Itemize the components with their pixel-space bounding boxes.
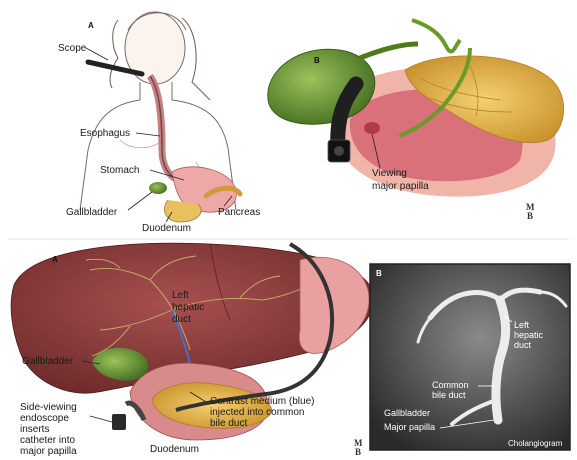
xray-common-bile-1: Common [432, 380, 469, 390]
closeup-panel: B Viewing major papilla [268, 20, 564, 197]
bottom-panel-a-letter: A [52, 255, 58, 264]
xray-panel-b-letter: B [376, 269, 382, 278]
label-contrast-2: injected into common [210, 407, 305, 418]
top-panel-b-letter: B [314, 56, 320, 65]
xray-common-bile-2: bile duct [432, 390, 466, 400]
publisher-logo-bottom: M B [354, 438, 363, 457]
label-esophagus: Esophagus [80, 128, 130, 139]
label-stomach: Stomach [100, 165, 139, 176]
label-left-hepatic-3: duct [172, 314, 191, 325]
xray-caption: Cholangiogram [508, 439, 563, 448]
label-contrast-3: bile duct [210, 418, 247, 429]
label-left-hepatic-1: Left [172, 290, 189, 301]
publisher-logo-top: M B [526, 202, 535, 221]
top-figure: A Scope Esophagus Stomach Gallbladder Du… [58, 12, 564, 234]
top-panel-a-letter: A [88, 21, 94, 30]
xray-left-hepatic-1: Left [514, 320, 530, 330]
xray-gallbladder: Gallbladder [384, 408, 430, 418]
label-duodenum-bottom: Duodenum [150, 444, 199, 455]
label-endoscope-4: catheter into [20, 435, 75, 446]
label-pancreas-top: Pancreas [218, 207, 260, 218]
xray-major-papilla: Major papilla [384, 422, 435, 432]
label-viewing-1: Viewing [372, 168, 407, 179]
label-endoscope-3: inserts [20, 424, 49, 435]
label-gallbladder-bottom: Gallbladder [22, 356, 74, 367]
label-contrast-1: Contrast medium (blue) [210, 396, 314, 407]
xray-left-hepatic-2: hepatic [514, 330, 544, 340]
svg-text:B: B [355, 447, 361, 457]
xray-left-hepatic-3: duct [514, 340, 532, 350]
label-endoscope-5: major papilla [20, 446, 77, 457]
label-viewing-2: major papilla [372, 181, 429, 192]
bottom-figure: A Left hepatic duct Gallbladder Contrast… [11, 243, 570, 457]
stomach-bottom [299, 257, 369, 353]
cholangiogram-panel: B Left hepatic duct Common bile duct Gal… [370, 264, 570, 450]
svg-text:B: B [527, 211, 533, 221]
label-gallbladder-top: Gallbladder [66, 207, 118, 218]
label-scope: Scope [58, 43, 87, 54]
label-endoscope-2: endoscope [20, 413, 69, 424]
label-left-hepatic-2: hepatic [172, 302, 204, 313]
label-duodenum-top: Duodenum [142, 223, 191, 234]
label-endoscope-1: Side-viewing [20, 402, 77, 413]
